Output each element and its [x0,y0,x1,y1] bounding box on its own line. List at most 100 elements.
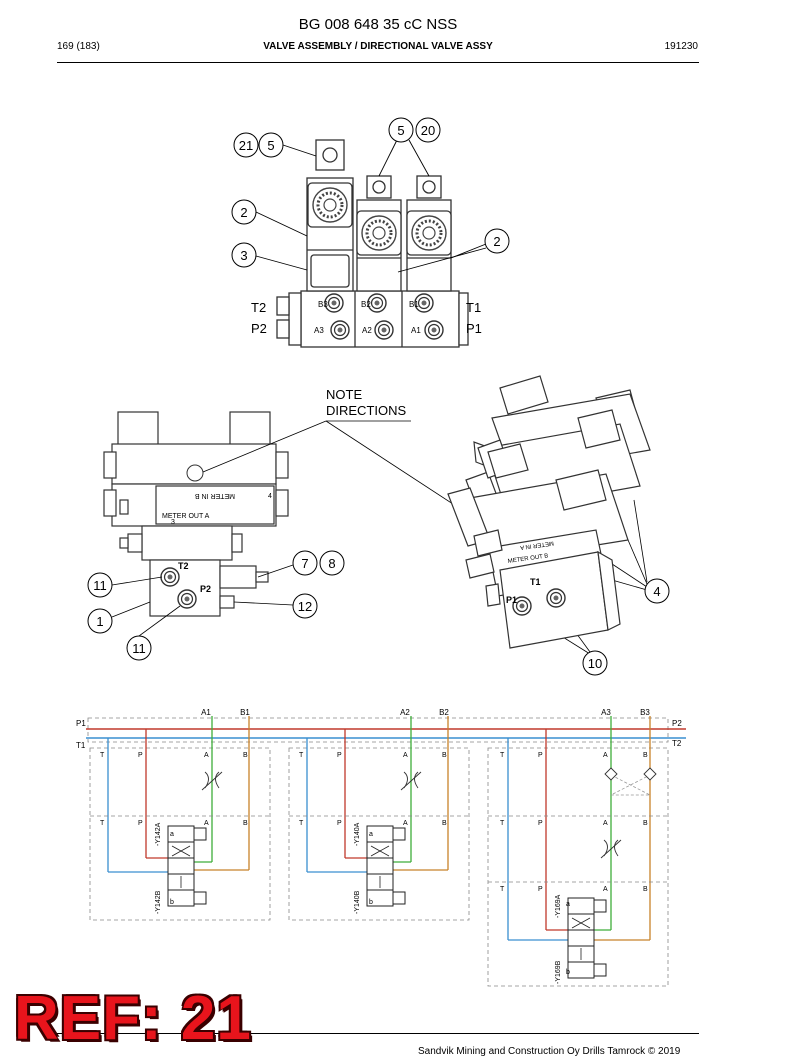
svg-text:T: T [500,820,505,827]
callout-11a: 11 [87,572,113,598]
svg-text:P: P [538,886,543,893]
svg-text:A: A [204,752,209,759]
callout-12: 12 [292,593,318,619]
svg-text:P: P [337,752,342,759]
port-label-t1: T1 [466,300,481,315]
svg-text:T: T [299,752,304,759]
svg-text:7: 7 [301,556,308,571]
svg-text:T2: T2 [672,739,682,748]
svg-text:A3: A3 [601,708,611,717]
svg-text:b: b [566,969,570,976]
svg-text:P2: P2 [672,719,682,728]
callout-8: 8 [319,550,345,576]
label-t1-iso: T1 [530,577,541,587]
page-number: 169 (183) [57,41,100,52]
svg-text:B: B [243,752,248,759]
svg-text:-Y169B: -Y169B [555,960,562,984]
label-4-side: 4 [268,493,272,500]
callout-2b: 2 [484,228,510,254]
label-meter-out-b-iso: METER OUT B [507,553,548,565]
svg-text:A: A [403,752,408,759]
svg-text:T: T [500,886,505,893]
svg-text:4: 4 [653,584,660,599]
callout-3: 3 [231,242,257,268]
svg-text:P: P [337,820,342,827]
callout-11b: 11 [126,635,152,661]
direction-marker [186,464,204,482]
svg-text:3: 3 [240,248,247,263]
svg-text:2: 2 [493,234,500,249]
port-label-b1: B1 [409,300,419,309]
top-view-leaders [255,139,487,273]
svg-text:T1: T1 [76,741,86,750]
callout-10: 10 [582,650,608,676]
svg-text:5: 5 [397,123,404,138]
port-label-p1: P1 [466,321,482,336]
callout-5a: 5 [258,132,284,158]
note-line-1: NOTE [326,387,362,402]
callout-1: 1 [87,608,113,634]
svg-text:P: P [138,820,143,827]
port-label-a1: A1 [411,326,421,335]
svg-text:B: B [442,752,447,759]
callout-21: 21 [233,132,259,158]
svg-text:B: B [643,820,648,827]
svg-text:A: A [603,820,608,827]
svg-text:A: A [204,820,209,827]
svg-text:P: P [538,820,543,827]
svg-text:12: 12 [298,599,312,614]
svg-text:2: 2 [240,205,247,220]
svg-text:a: a [170,831,174,838]
label-p2-side: P2 [200,584,211,594]
label-t2-side: T2 [178,561,189,571]
svg-text:B1: B1 [240,708,250,717]
label-meter-in-b-side: METER IN B [195,492,235,499]
svg-text:B: B [643,886,648,893]
callout-4: 4 [644,578,670,604]
svg-text:T: T [500,752,505,759]
svg-text:-Y140B: -Y140B [354,890,361,914]
svg-text:b: b [170,899,174,906]
page-title: VALVE ASSEMBLY / DIRECTIONAL VALVE ASSY [263,41,493,52]
header-rule [57,62,699,63]
port-label-a2: A2 [362,326,372,335]
svg-text:8: 8 [328,556,335,571]
svg-text:T: T [100,820,105,827]
svg-text:B: B [442,820,447,827]
svg-text:B: B [643,752,648,759]
svg-text:A: A [603,886,608,893]
svg-text:-Y142A: -Y142A [155,822,162,846]
label-p1-iso: P1 [506,595,517,605]
svg-text:A2: A2 [400,708,410,717]
port-label-b2: B2 [361,300,371,309]
footer-rule [57,1033,699,1034]
svg-text:-Y140A: -Y140A [354,822,361,846]
callout-20: 20 [415,117,441,143]
svg-text:11: 11 [132,641,146,656]
schematic-labels: A1 B1 A2 B2 A3 B3 P1 T1 P2 T2 T P A B T … [76,708,682,984]
svg-text:-Y142B: -Y142B [155,890,162,914]
callout-5b: 5 [388,117,414,143]
svg-text:B3: B3 [640,708,650,717]
callout-7: 7 [292,550,318,576]
svg-text:P: P [138,752,143,759]
svg-text:B2: B2 [439,708,449,717]
ref-stamp: REF: 21 [14,984,252,1053]
svg-text:P1: P1 [76,719,86,728]
port-label-a3: A3 [314,326,324,335]
svg-text:10: 10 [588,656,602,671]
label-3-side: 3 [171,519,175,526]
svg-text:21: 21 [239,138,253,153]
svg-text:T: T [299,820,304,827]
document-code: BG 008 648 35 cC NSS [298,16,458,33]
svg-text:a: a [369,831,373,838]
svg-text:b: b [369,899,373,906]
svg-text:-Y169A: -Y169A [555,894,562,918]
svg-text:1: 1 [96,614,103,629]
valve-isometric-view [447,375,651,649]
svg-text:P: P [538,752,543,759]
label-meter-out-a-side: METER OUT A [162,513,210,520]
callout-2a: 2 [231,199,257,225]
footer-copyright: Sandvik Mining and Construction Oy Drill… [418,1046,681,1057]
